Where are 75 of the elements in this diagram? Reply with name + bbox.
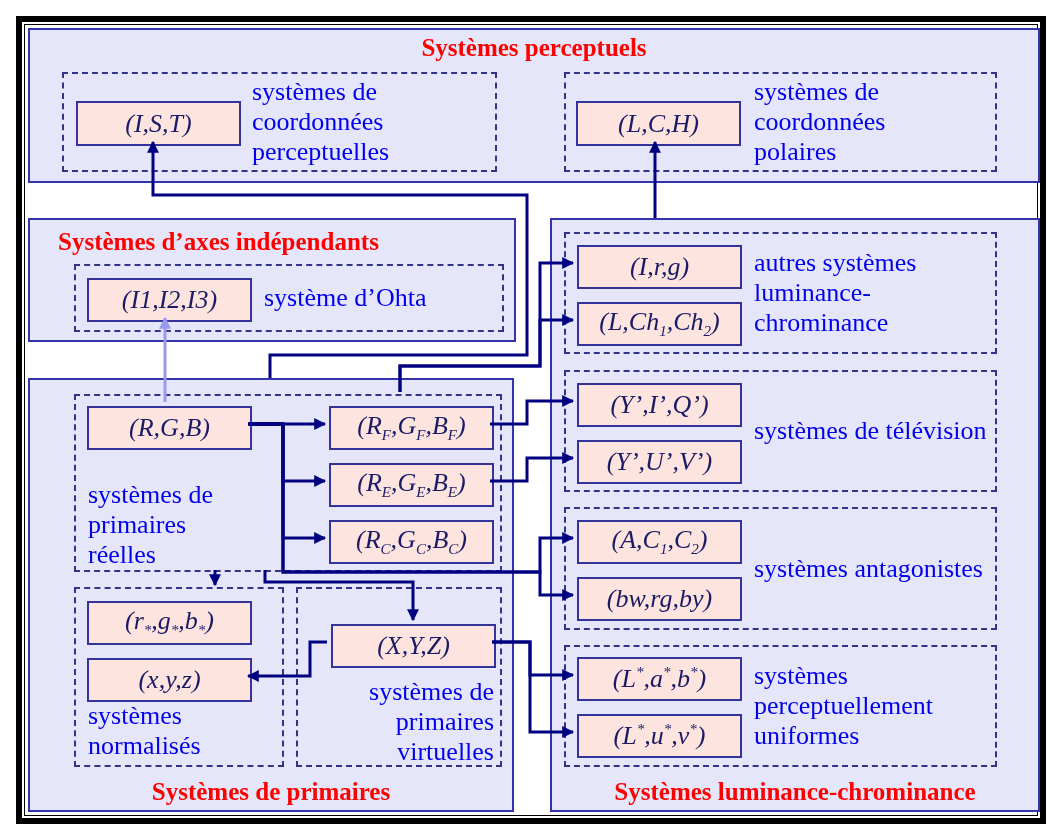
group-caption: systèmes normalisés	[88, 701, 202, 761]
color-space-box	[577, 520, 742, 564]
category-panel	[28, 378, 514, 812]
formula-label: (A,C$_{1}$,C$_{2}$)	[611, 525, 708, 559]
arrow	[209, 570, 221, 587]
color-space-box	[577, 714, 742, 758]
color-space-box	[577, 577, 742, 621]
formula-label: (L$^{*}$,u$^{*}$,v$^{*}$)	[613, 721, 706, 751]
color-space-box	[577, 383, 742, 427]
panel-heading: Systèmes d’axes indépendants	[58, 228, 379, 256]
dashed-group	[564, 232, 997, 354]
arrow	[159, 316, 171, 402]
formula-label: (L,C,H)	[618, 108, 699, 139]
dashed-group	[564, 507, 997, 630]
dashed-group	[564, 645, 997, 767]
dashed-group	[74, 587, 284, 767]
formula-label: (X,Y,Z)	[377, 631, 450, 661]
category-panel	[550, 218, 1040, 812]
dashed-group	[74, 264, 504, 332]
formula-label: (Y’,U’,V’)	[606, 447, 713, 477]
group-caption: systèmes de coordonnées polaires	[754, 77, 887, 167]
color-space-box	[76, 101, 241, 146]
dashed-group	[564, 72, 997, 172]
arrow	[246, 640, 327, 682]
formula-label: (x,y,z)	[138, 665, 201, 695]
group-caption: systèmes de primaires réelles	[88, 480, 214, 570]
color-space-box	[577, 245, 742, 289]
color-space-box	[577, 302, 742, 346]
category-panel	[28, 218, 516, 342]
formula-label: (R,G,B)	[129, 413, 210, 443]
dashed-group	[62, 72, 497, 172]
group-caption: autres systèmes luminance-chrominance	[754, 248, 918, 338]
group-caption: systèmes antagonistes	[754, 553, 984, 584]
arrow	[248, 422, 575, 601]
formula-label: (Y’,I’,Q’)	[610, 390, 709, 420]
formula-label: (L$^{*}$,a$^{*}$,b$^{*}$)	[612, 664, 707, 694]
color-space-box	[329, 463, 494, 507]
arrow	[147, 140, 529, 378]
panel-heading: Systèmes perceptuels	[420, 34, 648, 62]
color-space-box	[331, 624, 496, 668]
formula-label: (r$_{*}$,g$_{*}$,b$_{*}$)	[125, 606, 214, 640]
formula-label: (L,Ch$_{1}$,Ch$_{2}$)	[599, 307, 720, 341]
arrow	[649, 140, 661, 218]
color-space-box	[329, 520, 494, 564]
dashed-group	[74, 394, 502, 572]
arrow	[490, 452, 575, 483]
dashed-group	[296, 587, 502, 767]
arrow	[490, 395, 575, 426]
group-caption: systèmes de coordonnées perceptuelles	[252, 77, 391, 167]
group-caption: systèmes perceptuellement uniformes	[754, 661, 935, 751]
color-space-box	[87, 601, 252, 645]
formula-label: (I,r,g)	[629, 252, 690, 282]
panel-heading: Systèmes de primaires	[150, 778, 392, 806]
color-space-box	[87, 658, 252, 702]
arrow	[492, 640, 575, 738]
formula-label: (R$_{E}$,G$_{E}$,B$_{E}$)	[357, 468, 466, 502]
formula-label: (I,S,T)	[125, 108, 192, 139]
color-space-box	[576, 101, 741, 146]
group-caption: système d’Ohta	[264, 283, 428, 313]
group-caption: systèmes de télévision	[754, 416, 988, 446]
color-space-box	[329, 406, 494, 450]
formula-label: (R$_{F}$,G$_{F}$,B$_{F}$)	[357, 411, 466, 445]
panel-heading: Systèmes luminance-chrominance	[613, 778, 977, 806]
color-space-box	[87, 406, 252, 450]
arrow	[398, 314, 575, 392]
formula-label: (I1,I2,I3)	[121, 285, 218, 315]
group-caption: systèmes de primaires virtuelles	[368, 677, 494, 767]
dashed-group	[564, 370, 997, 492]
arrow	[263, 570, 419, 622]
category-panel	[28, 28, 1040, 183]
formula-label: (R$_{C}$,G$_{C}$,B$_{C}$)	[356, 525, 467, 559]
color-space-box	[87, 278, 252, 322]
color-space-box	[577, 440, 742, 484]
formula-label: (bw,rg,by)	[606, 584, 713, 614]
color-space-box	[577, 657, 742, 701]
